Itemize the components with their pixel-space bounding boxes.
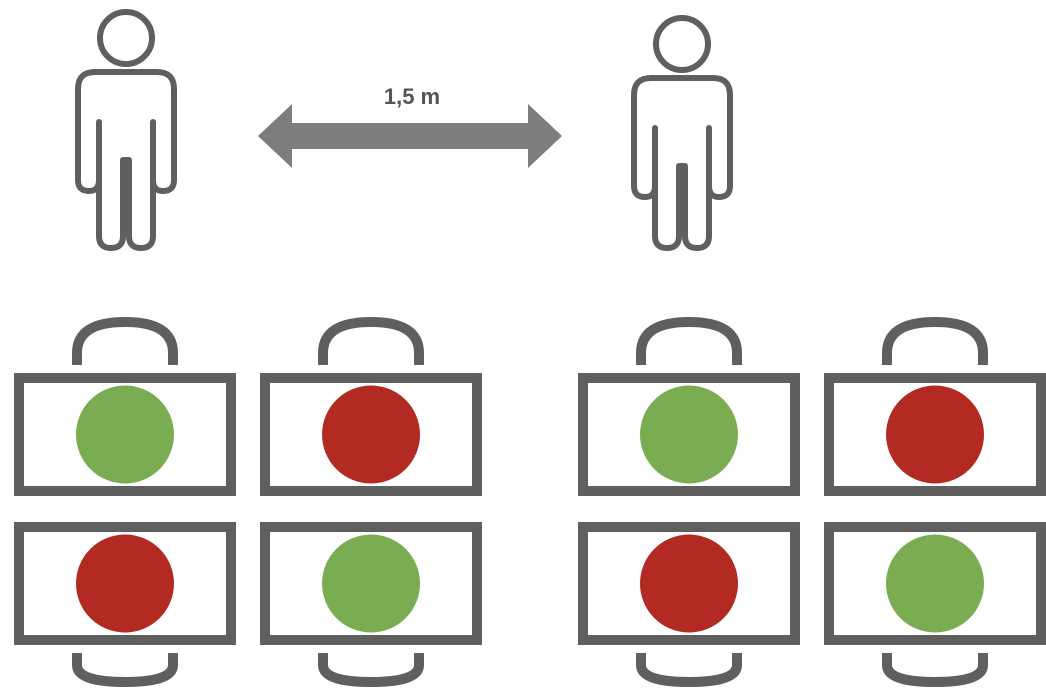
distance-label: 1,5 m (384, 84, 440, 109)
chair-icon (318, 316, 424, 365)
chair-icon (72, 316, 178, 365)
seat-blocked-marker (640, 534, 738, 633)
chair-icon (636, 653, 742, 688)
desk-group-left (14, 316, 482, 688)
seat-available-marker (640, 385, 738, 484)
chair-icon (882, 316, 988, 365)
distance-arrow (258, 104, 562, 168)
seat-available-marker (886, 534, 984, 633)
desk-group-right (578, 316, 1046, 688)
person-left-icon (75, 9, 177, 251)
seat-available-marker (76, 385, 174, 484)
chair-icon (636, 316, 742, 365)
person-right-icon (631, 15, 733, 251)
seat-blocked-marker (322, 385, 420, 484)
seat-blocked-marker (76, 534, 174, 633)
chair-icon (318, 653, 424, 688)
chair-icon (72, 653, 178, 688)
seat-blocked-marker (886, 385, 984, 484)
chair-icon (882, 653, 988, 688)
desk-clusters (14, 316, 1046, 688)
seat-available-marker (322, 534, 420, 633)
